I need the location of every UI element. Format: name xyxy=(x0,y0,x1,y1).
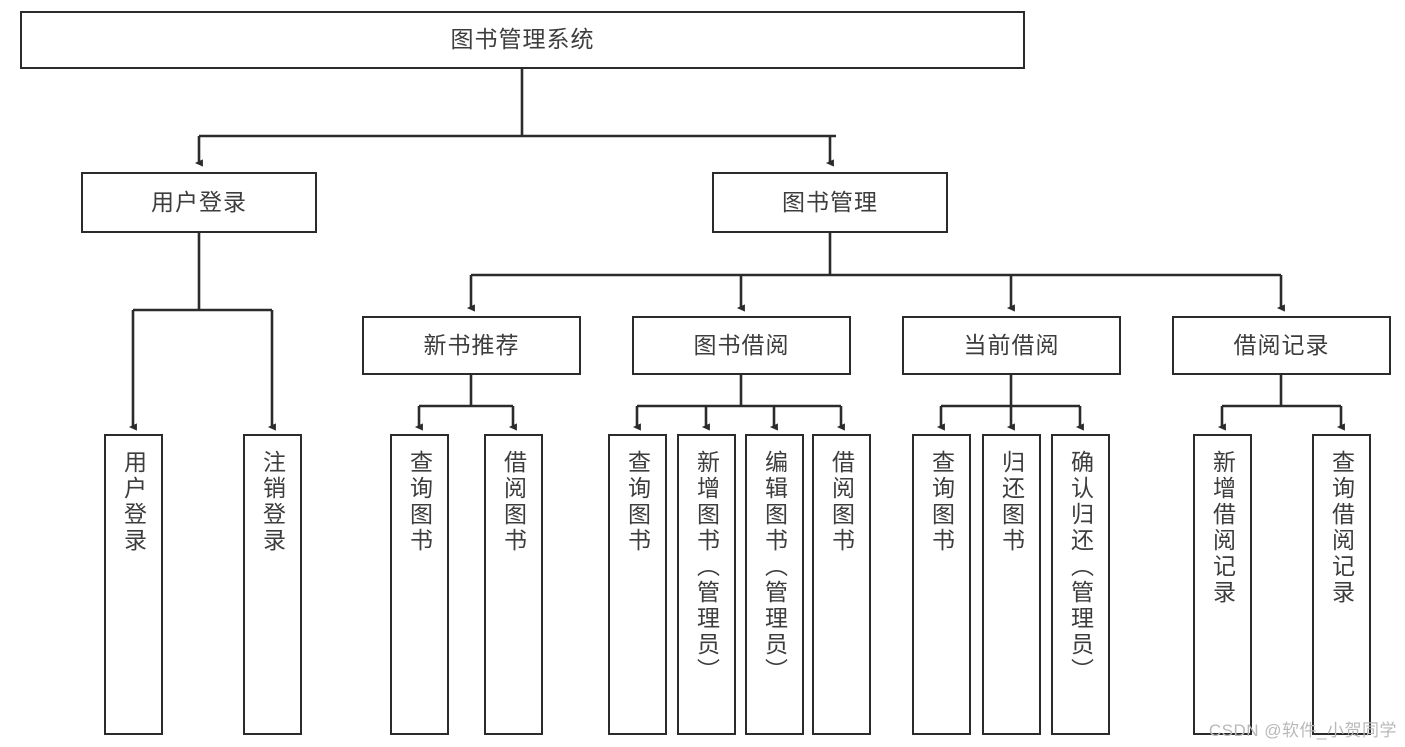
node-label: 归还图书 xyxy=(998,450,1025,554)
node-label: 当前借阅 xyxy=(963,331,1060,358)
node-leaf-user-login[interactable]: 用户登录 xyxy=(104,434,163,735)
node-borrow-record[interactable]: 借阅记录 xyxy=(1172,316,1391,375)
node-leaf-edit-book[interactable]: 编辑图书（管理员） xyxy=(745,434,804,735)
node-current-borrow[interactable]: 当前借阅 xyxy=(902,316,1121,375)
node-label: 新增图书（管理员） xyxy=(693,450,720,684)
node-label: 图书管理系统 xyxy=(450,26,595,53)
node-leaf-query-book-3[interactable]: 查询图书 xyxy=(912,434,971,735)
node-label: 编辑图书（管理员） xyxy=(761,450,788,684)
node-label: 图书管理 xyxy=(782,188,878,215)
node-leaf-return-book[interactable]: 归还图书 xyxy=(982,434,1041,735)
node-label: 查询图书 xyxy=(928,450,955,554)
node-new-book-recommend[interactable]: 新书推荐 xyxy=(362,316,581,375)
node-label: 用户登录 xyxy=(120,450,147,554)
node-label: 查询图书 xyxy=(624,450,651,554)
node-user-login[interactable]: 用户登录 xyxy=(81,172,317,233)
node-leaf-add-book[interactable]: 新增图书（管理员） xyxy=(677,434,736,735)
node-leaf-query-record[interactable]: 查询借阅记录 xyxy=(1312,434,1371,735)
node-label: 借阅图书 xyxy=(500,450,527,554)
node-label: 图书借阅 xyxy=(693,331,790,358)
node-label: 新增借阅记录 xyxy=(1209,450,1236,606)
node-label: 查询图书 xyxy=(406,450,433,554)
node-leaf-logout[interactable]: 注销登录 xyxy=(243,434,302,735)
node-label: 新书推荐 xyxy=(423,331,520,358)
node-leaf-confirm-return[interactable]: 确认归还（管理员） xyxy=(1051,434,1110,735)
node-leaf-borrow-book-2[interactable]: 借阅图书 xyxy=(812,434,871,735)
node-label: 用户登录 xyxy=(151,188,247,215)
node-leaf-borrow-book-1[interactable]: 借阅图书 xyxy=(484,434,543,735)
node-label: 借阅图书 xyxy=(828,450,855,554)
node-label: 查询借阅记录 xyxy=(1328,450,1355,606)
node-leaf-query-book-2[interactable]: 查询图书 xyxy=(608,434,667,735)
node-label: 借阅记录 xyxy=(1233,331,1330,358)
csdn-watermark: CSDN @软件_小贺同学 xyxy=(1208,721,1397,740)
node-root-system[interactable]: 图书管理系统 xyxy=(20,11,1025,69)
node-label: 确认归还（管理员） xyxy=(1067,450,1094,684)
node-leaf-add-record[interactable]: 新增借阅记录 xyxy=(1193,434,1252,735)
node-book-borrow[interactable]: 图书借阅 xyxy=(632,316,851,375)
node-leaf-query-book-1[interactable]: 查询图书 xyxy=(390,434,449,735)
node-label: 注销登录 xyxy=(259,450,286,554)
node-book-management[interactable]: 图书管理 xyxy=(712,172,948,233)
